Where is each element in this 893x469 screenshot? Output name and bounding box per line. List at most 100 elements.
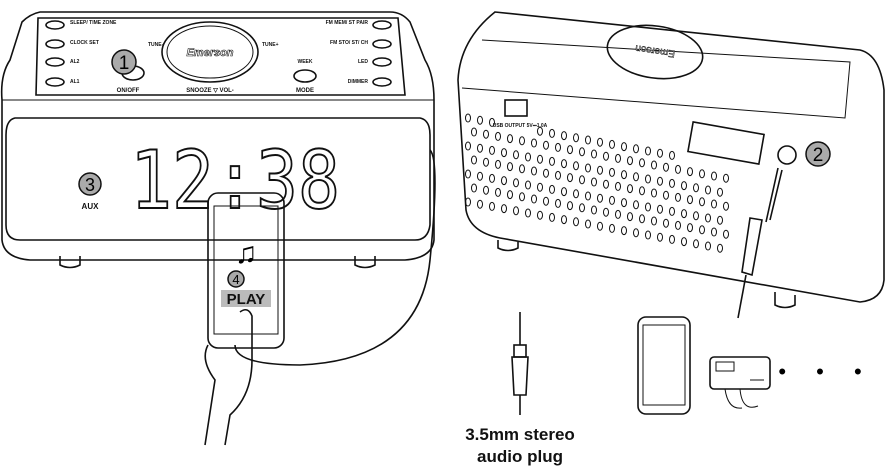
- al1-label: AL1: [70, 79, 80, 85]
- grille-hole: [549, 128, 555, 138]
- grille-hole: [681, 209, 687, 219]
- grille-hole: [513, 206, 519, 216]
- fm-sto-button[interactable]: [372, 39, 392, 49]
- hand: [204, 308, 253, 446]
- grille-hole: [657, 176, 663, 186]
- dimmer-button[interactable]: [372, 77, 392, 87]
- grille-hole: [705, 241, 711, 251]
- usb-label: USB OUTPUT 5V⎓1.0A: [493, 123, 548, 129]
- grille-hole: [525, 208, 531, 218]
- grille-hole: [651, 160, 657, 170]
- grille-hole: [621, 170, 627, 180]
- grille-hole: [495, 187, 501, 197]
- grille-hole: [585, 219, 591, 229]
- grille-hole: [537, 154, 543, 164]
- grille-hole: [717, 187, 723, 197]
- on-off-label: ON/OFF: [117, 88, 140, 94]
- grille-hole: [561, 159, 567, 169]
- grille-hole: [669, 206, 675, 216]
- step-4-number: 4: [232, 272, 239, 287]
- grille-hole: [483, 129, 489, 139]
- led-button[interactable]: [372, 57, 392, 67]
- grille-hole: [519, 192, 525, 202]
- grille-hole: [483, 185, 489, 195]
- grille-hole: [465, 197, 471, 207]
- grille-hole: [489, 145, 495, 155]
- rear-clock-radio: Emerson USB OUTPUT 5V⎓1.0A 2: [457, 11, 885, 309]
- grille-hole: [573, 217, 579, 227]
- grille-hole: [585, 191, 591, 201]
- play-button[interactable]: [221, 290, 271, 307]
- grille-hole: [543, 140, 549, 150]
- grille-hole: [573, 133, 579, 143]
- grille-hole: [597, 221, 603, 231]
- dimmer-label: DIMMER: [348, 79, 369, 85]
- al1-button[interactable]: [45, 77, 65, 87]
- step-3-number: 3: [85, 175, 95, 195]
- grille-hole: [477, 143, 483, 153]
- grille-hole: [585, 163, 591, 173]
- grille-hole: [693, 183, 699, 193]
- grille-hole: [687, 167, 693, 177]
- grille-hole: [579, 147, 585, 157]
- tune-plus-label: TUNE+: [262, 42, 279, 48]
- grille-hole: [495, 159, 501, 169]
- grille-hole: [603, 151, 609, 161]
- grille-hole: [477, 115, 483, 125]
- grille-hole: [519, 136, 525, 146]
- grille-hole: [627, 184, 633, 194]
- right-buttons: FM MEM/ ST PAIR FM STO/ ST/ CH LED DIMME…: [326, 20, 392, 87]
- step-2-badge: [805, 141, 831, 167]
- grille-hole: [537, 182, 543, 192]
- grille-hole: [567, 173, 573, 183]
- grille-hole: [579, 203, 585, 213]
- grille-hole: [531, 166, 537, 176]
- grille-hole: [465, 169, 471, 179]
- grille-hole: [555, 170, 561, 180]
- grille-hole: [513, 150, 519, 160]
- grille-hole: [699, 197, 705, 207]
- grille-hole: [615, 153, 621, 163]
- grille-hole: [519, 164, 525, 174]
- grille-hole: [675, 192, 681, 202]
- grille-hole: [609, 195, 615, 205]
- al2-button[interactable]: [45, 57, 65, 67]
- grille-hole: [555, 142, 561, 152]
- grille-hole: [717, 215, 723, 225]
- grille-hole: [537, 210, 543, 220]
- step-1-badge: [111, 49, 137, 75]
- grille-hole: [663, 218, 669, 228]
- grille-hole: [711, 227, 717, 237]
- warning-label: [687, 121, 765, 165]
- grille-hole: [627, 212, 633, 222]
- brand-logo: Emerson: [186, 47, 233, 59]
- grille-hole: [465, 113, 471, 123]
- grille-hole: [705, 213, 711, 223]
- clock-set-label: CLOCK SET: [70, 40, 99, 46]
- grille-hole: [693, 211, 699, 221]
- grille-hole: [501, 148, 507, 158]
- grille-hole: [513, 178, 519, 188]
- grille-hole: [633, 200, 639, 210]
- grille-hole: [699, 225, 705, 235]
- grille-hole: [681, 181, 687, 191]
- grille-hole: [561, 187, 567, 197]
- sleep-button[interactable]: [45, 20, 65, 30]
- grille-hole: [717, 243, 723, 253]
- mode-button[interactable]: [293, 69, 317, 83]
- grille-hole: [585, 135, 591, 145]
- grille-hole: [579, 175, 585, 185]
- grille-hole: [531, 138, 537, 148]
- step-1-number: 1: [119, 53, 130, 74]
- grille-hole: [507, 134, 513, 144]
- smartphone: ♫ 4 PLAY: [207, 192, 285, 349]
- grille-hole: [633, 228, 639, 238]
- grille-hole: [639, 158, 645, 168]
- grille-hole: [669, 150, 675, 160]
- grille-hole: [573, 161, 579, 171]
- fm-mem-button[interactable]: [372, 20, 392, 30]
- clock-set-button[interactable]: [45, 39, 65, 49]
- fm-sto-label: FM STO/ ST/ CH: [330, 40, 368, 46]
- front-clock-radio: Emerson SLEEP/ TIME ZONE CLOCK SET AL2 A…: [0, 11, 435, 269]
